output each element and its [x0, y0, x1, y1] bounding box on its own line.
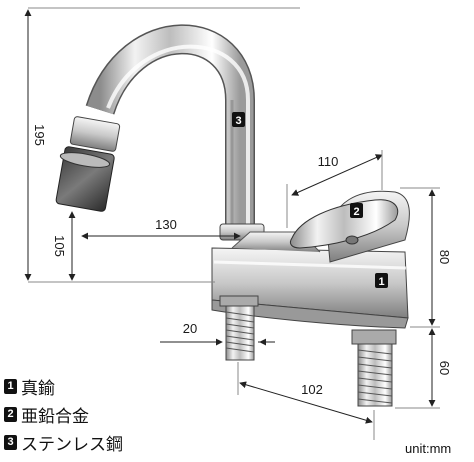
svg-text:2: 2 [353, 206, 359, 218]
left-shank [219, 295, 259, 361]
aerator [55, 116, 121, 212]
unit-label: unit:mm [405, 441, 452, 456]
dim-105-label: 105 [52, 235, 67, 257]
dim-195-line [24, 7, 300, 283]
dim-60-line [395, 328, 440, 409]
dim-110-label: 110 [318, 154, 339, 169]
dim-60-label: 60 [437, 361, 452, 375]
svg-text:1: 1 [378, 276, 384, 288]
callout-body: 1 [375, 273, 388, 288]
spout [85, 24, 265, 241]
dim-80-label: 80 [437, 250, 452, 264]
dim-195-label: 195 [32, 124, 47, 146]
dim-102-label: 102 [301, 382, 323, 397]
callout-handle: 2 [350, 203, 363, 218]
dim-80-line [400, 187, 440, 328]
right-shank [351, 329, 397, 407]
faucet-body [211, 231, 409, 329]
legend-label: 亜鉛合金 [21, 407, 89, 426]
dim-110-line [286, 150, 383, 228]
legend-item-brass: 1 真鍮 [4, 374, 55, 399]
callout-spout: 3 [232, 112, 245, 127]
legend-number: 2 [4, 407, 17, 422]
legend-item-stainless-steel: 3 ステンレス鋼 [4, 430, 123, 455]
svg-text:3: 3 [235, 115, 241, 127]
dim-102-line [237, 362, 375, 440]
legend-number: 1 [4, 379, 17, 394]
handle [289, 190, 410, 263]
legend-item-zinc-alloy: 2 亜鉛合金 [4, 402, 89, 427]
dim-130-label: 130 [155, 217, 177, 232]
dim-20-label: 20 [183, 321, 197, 336]
legend-number: 3 [4, 435, 17, 450]
legend-label: ステンレス鋼 [21, 435, 123, 454]
legend-label: 真鍮 [21, 379, 55, 398]
